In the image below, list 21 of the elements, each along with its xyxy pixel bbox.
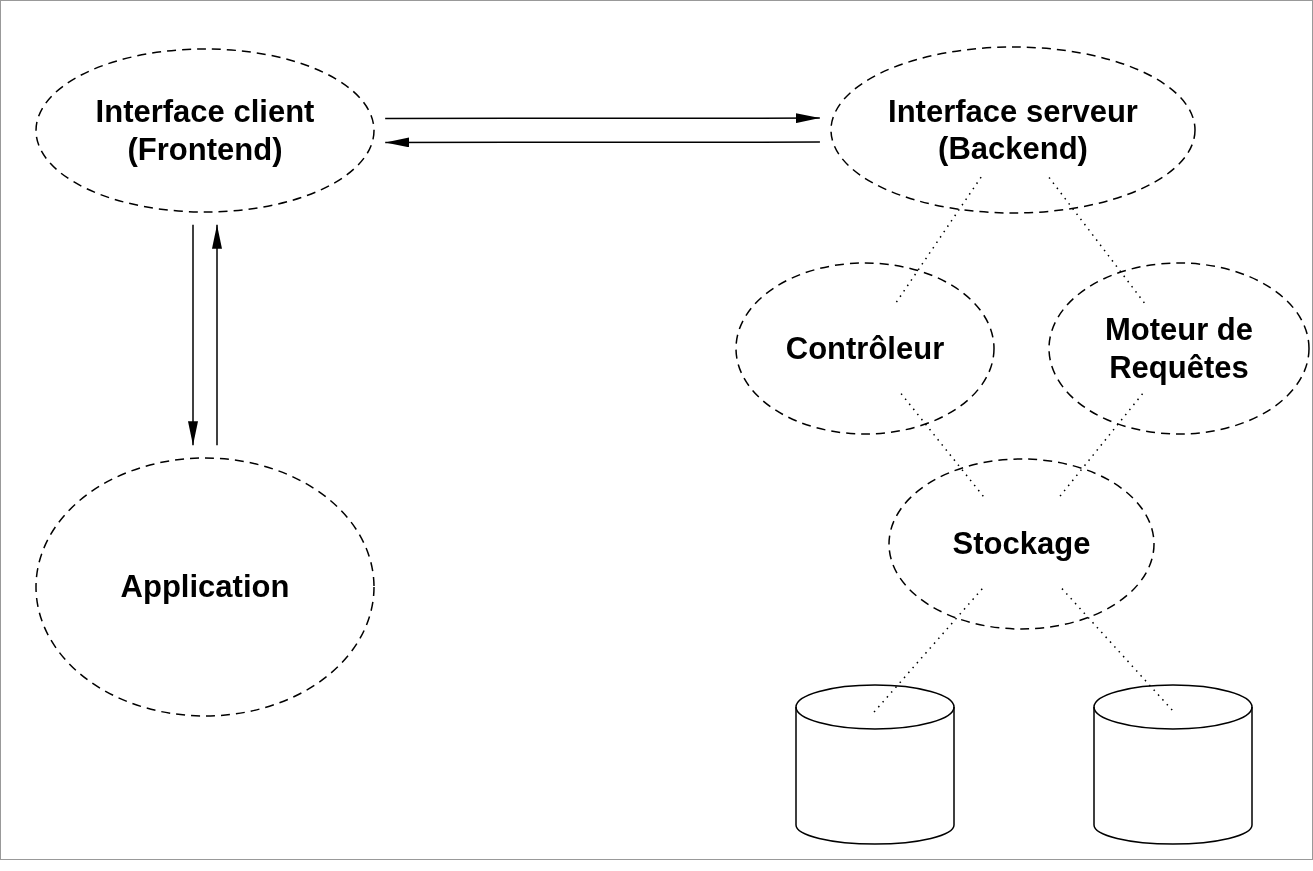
node-label: Stockage [952,525,1091,563]
node-label: Application [120,568,290,606]
connector-line [1048,176,1146,304]
dashed-ellipse [35,48,375,213]
node-label: Moteur de Requêtes [1103,311,1255,386]
connector-line [895,176,982,304]
database-cylinder [795,683,955,845]
arrow [212,224,222,447]
node-label: Interface client (Frontend) [94,93,316,168]
dashed-ellipse [735,262,995,435]
dashed-ellipse [1048,262,1310,435]
dashed-ellipse [830,46,1196,214]
arrow [188,224,198,447]
dashed-ellipse [888,458,1155,630]
node-label: Interface serveur (Backend) [887,92,1139,168]
node-label: Contrôleur [785,329,945,368]
arrow [384,137,821,148]
connector-line [872,588,983,714]
arrow [384,113,821,124]
database-cylinder [1093,683,1253,845]
dashed-ellipse [35,457,375,717]
